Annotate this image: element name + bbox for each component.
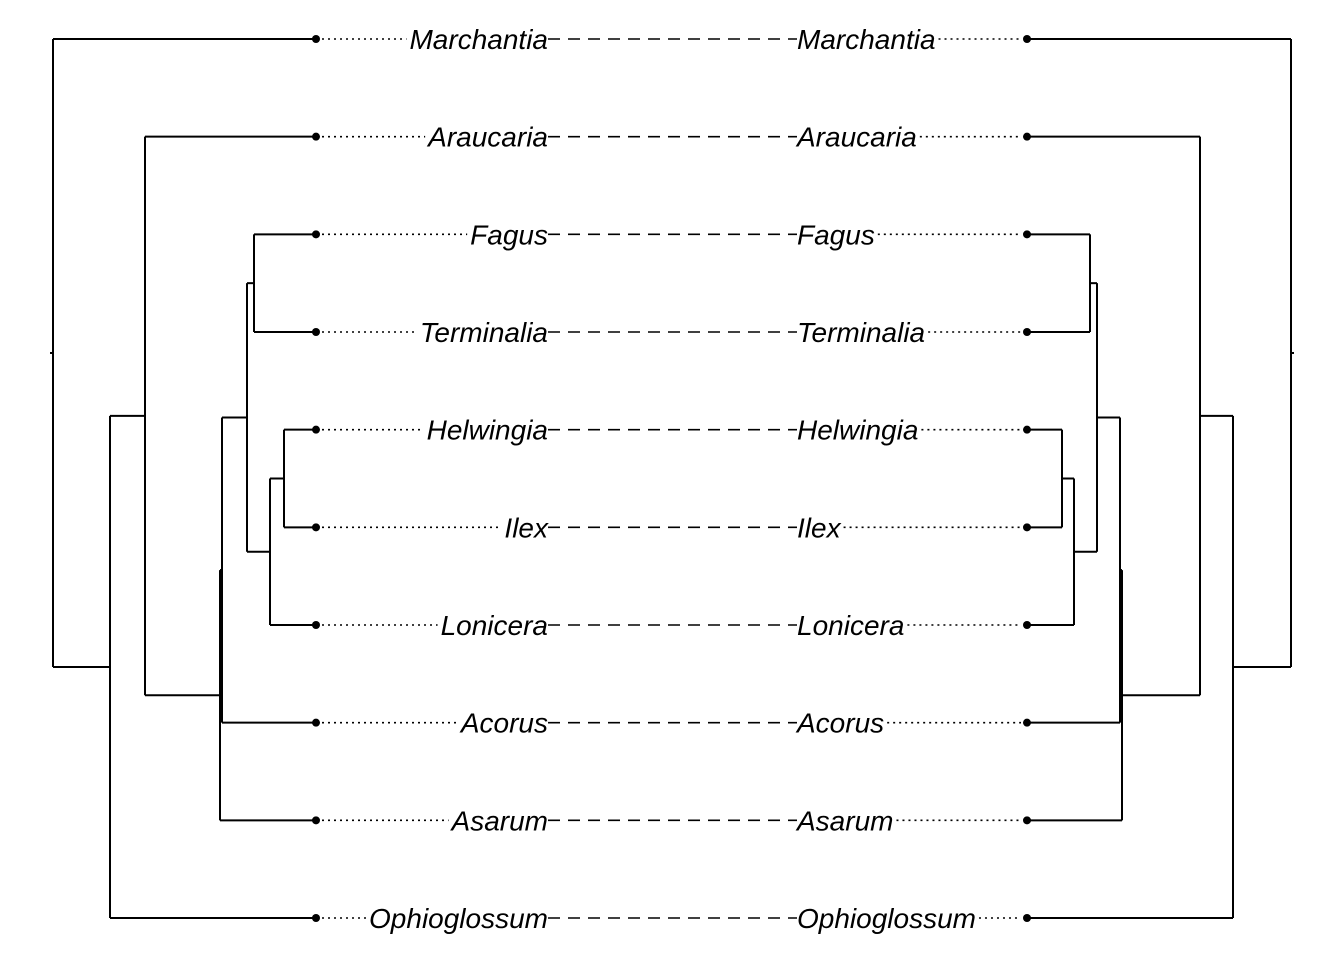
right-label: Araucaria	[795, 122, 917, 153]
left-label: Fagus	[470, 219, 548, 250]
right-label: Acorus	[795, 708, 884, 739]
connectors	[322, 38, 1021, 919]
right-tip-dot	[1023, 914, 1031, 922]
left-label: Terminalia	[420, 317, 548, 348]
left-tip-dot	[312, 718, 320, 727]
left-label: Ophioglossum	[369, 903, 548, 934]
right-tip-dot	[1023, 718, 1031, 727]
left-tip-dot	[312, 35, 320, 43]
left-tip-dot	[312, 914, 320, 922]
right-label: Ophioglossum	[797, 903, 976, 934]
left-tip-dot	[312, 230, 320, 239]
right-label: Marchantia	[797, 24, 936, 55]
left-tip-dot	[312, 621, 320, 629]
right-tip-dot	[1023, 230, 1031, 239]
left-label: Ilex	[504, 512, 549, 543]
right-tip-dot	[1023, 816, 1031, 825]
right-tip-dot	[1023, 132, 1031, 141]
left-tip-dot	[312, 816, 320, 825]
right-label: Helwingia	[797, 415, 918, 446]
right-dendrogram	[1023, 35, 1294, 922]
left-label: Lonicera	[441, 610, 548, 641]
left-dendrogram	[50, 35, 320, 922]
right-tip-dot	[1023, 35, 1031, 43]
right-tip-dot	[1023, 425, 1031, 434]
right-label: Terminalia	[797, 317, 925, 348]
right-tip-dot	[1023, 523, 1031, 532]
left-tip-dot	[312, 132, 320, 141]
left-tip-dot	[312, 523, 320, 532]
left-label: Asarum	[450, 805, 548, 836]
left-label: Helwingia	[427, 415, 548, 446]
right-label: Ilex	[797, 512, 842, 543]
left-label: Acorus	[459, 708, 548, 739]
right-tip-dot	[1023, 621, 1031, 629]
left-tip-dot	[312, 328, 320, 336]
right-label: Fagus	[797, 219, 875, 250]
left-tip-dot	[312, 425, 320, 434]
right-tip-dot	[1023, 328, 1031, 336]
left-label: Araucaria	[426, 122, 548, 153]
right-label: Asarum	[795, 805, 893, 836]
left-label: Marchantia	[409, 24, 548, 55]
right-label: Lonicera	[797, 610, 904, 641]
